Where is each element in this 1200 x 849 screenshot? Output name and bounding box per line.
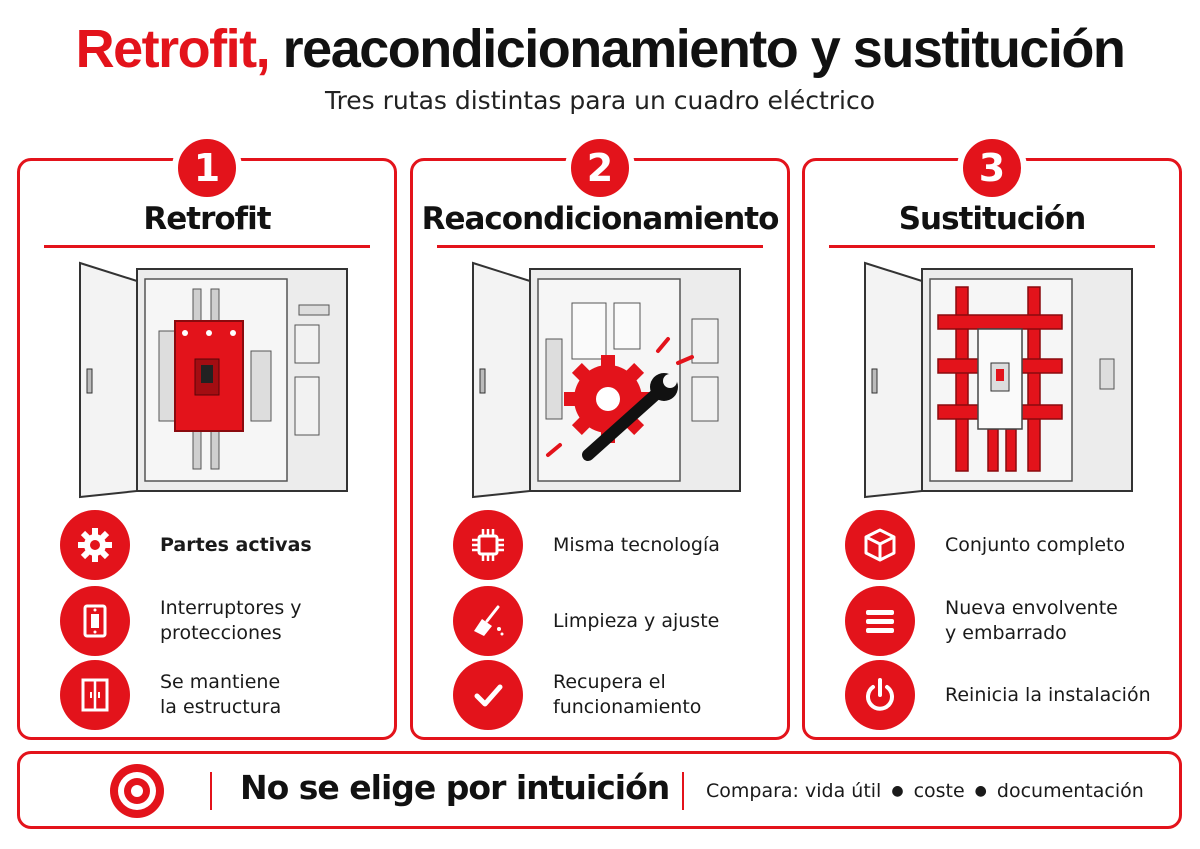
- compare-label: Compara:: [706, 780, 799, 802]
- step-number-badge: 3: [957, 133, 1027, 203]
- step-number-badge: 2: [565, 133, 635, 203]
- criterion-documentacion: documentación: [996, 780, 1144, 802]
- retrofit-cabinet-illustration: [79, 261, 348, 499]
- bullet-dot: ●: [891, 783, 904, 799]
- compare-criteria: Compara: vida útil ● coste ● documentación: [706, 780, 1144, 802]
- footer-banner: No se elige por intuición Compara: vida …: [17, 751, 1182, 829]
- feature-label: Nueva envolvente y embarrado: [945, 597, 1118, 644]
- feature-label: Reinicia la instalación: [945, 683, 1151, 706]
- card-reacondicionamiento: 2 Reacondicionamiento Misma tecnología L…: [410, 133, 790, 740]
- title-divider: [829, 245, 1155, 248]
- card-title: Reacondicionamiento: [421, 201, 780, 237]
- feature-item: Misma tecnología: [453, 509, 720, 581]
- card-title: Sustitución: [898, 201, 1087, 237]
- feature-item: Se mantiene la estructura: [60, 659, 281, 731]
- switch-icon: [60, 586, 130, 656]
- page-title: Retrofit, reacondicionamiento y sustituc…: [0, 18, 1200, 80]
- title-divider: [44, 245, 370, 248]
- feature-item: Reinicia la instalación: [845, 659, 1151, 731]
- footer-headline: No se elige por intuición: [240, 768, 670, 807]
- footer-separator: [210, 772, 212, 810]
- feature-item: Interruptores y protecciones: [60, 585, 302, 657]
- checkmark-icon: [453, 660, 523, 730]
- step-number-badge: 1: [172, 133, 242, 203]
- card-sustitucion: 3 Sustitución Conjunto completo Nueva e: [802, 133, 1182, 740]
- criterion-coste: coste: [913, 780, 965, 802]
- replacement-cabinet-illustration: [864, 261, 1133, 499]
- card-title: Retrofit: [143, 201, 271, 237]
- target-icon: [110, 764, 164, 818]
- title-accent: Retrofit,: [75, 19, 271, 79]
- cube-icon: [845, 510, 915, 580]
- chip-icon: [453, 510, 523, 580]
- bullet-dot: ●: [974, 783, 987, 799]
- refurbish-cabinet-illustration: [472, 261, 741, 499]
- feature-label: Recupera el funcionamiento: [553, 671, 702, 718]
- broom-icon: [453, 586, 523, 656]
- feature-label: Interruptores y protecciones: [160, 597, 302, 644]
- page-subtitle: Tres rutas distintas para un cuadro eléc…: [324, 86, 876, 115]
- criterion-vida-util: vida útil: [805, 780, 882, 802]
- feature-label: Misma tecnología: [553, 533, 720, 556]
- footer-separator: [682, 772, 684, 810]
- title-rest: reacondicionamiento y sustitución: [282, 19, 1126, 79]
- gear-icon: [60, 510, 130, 580]
- feature-label: Conjunto completo: [945, 533, 1126, 556]
- feature-item: Conjunto completo: [845, 509, 1125, 581]
- feature-label: Limpieza y ajuste: [553, 609, 720, 632]
- feature-label: Partes activas: [160, 533, 312, 556]
- feature-label: Se mantiene la estructura: [160, 671, 282, 718]
- feature-item: Nueva envolvente y embarrado: [845, 585, 1118, 657]
- feature-item: Limpieza y ajuste: [453, 585, 719, 657]
- title-divider: [437, 245, 763, 248]
- power-icon: [845, 660, 915, 730]
- busbar-icon: [845, 586, 915, 656]
- cabinet-doors-icon: [60, 660, 130, 730]
- feature-item: Partes activas: [60, 509, 312, 581]
- card-retrofit: 1 Retrofit Partes activas Interruptores …: [17, 133, 397, 740]
- feature-item: Recupera el funcionamiento: [453, 659, 701, 731]
